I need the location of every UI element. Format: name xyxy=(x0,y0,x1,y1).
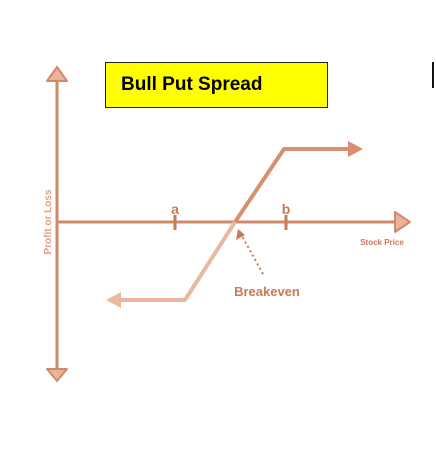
breakeven-pointer-head xyxy=(236,229,245,240)
label-y-axis: Profit or Loss xyxy=(43,189,54,254)
y-axis-arrow-down xyxy=(46,368,68,382)
x-axis-arrow xyxy=(394,211,411,233)
payoff-loss-segment xyxy=(119,220,237,302)
label-breakeven: Breakeven xyxy=(234,284,300,299)
payoff-profit-segment xyxy=(233,147,349,224)
label-strike-a: a xyxy=(171,201,179,217)
payoff-loss-arrow xyxy=(106,292,121,308)
label-strike-b: b xyxy=(282,201,291,217)
y-axis-arrow-up xyxy=(46,66,68,82)
edge-mark xyxy=(432,62,434,88)
diagram-title: Bull Put Spread xyxy=(121,74,263,95)
payoff-profit-arrow xyxy=(348,141,363,157)
title-box: Bull Put Spread xyxy=(105,62,328,108)
breakeven-pointer xyxy=(241,235,264,275)
label-x-axis: Stock Price xyxy=(360,238,404,247)
